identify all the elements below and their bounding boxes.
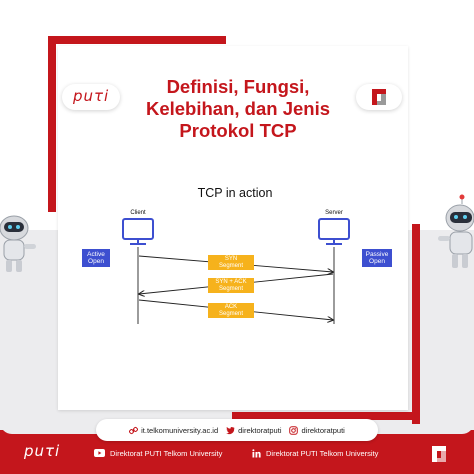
link-icon: [129, 426, 139, 434]
website-text: it.telkomuniversity.ac.id: [141, 425, 219, 435]
youtube-channel: Direktorat PUTI Telkom University: [110, 448, 223, 458]
syn-line-2: Segment: [218, 262, 243, 269]
server-label: Server: [325, 210, 343, 216]
page-title: Definisi, Fungsi, Kelebihan, dan Jenis P…: [120, 76, 356, 142]
client-label: Client: [130, 210, 146, 216]
youtube-icon: [94, 449, 105, 457]
passive-open-line-2: Open: [369, 258, 385, 265]
instagram-handle: direktoratputi: [301, 425, 345, 435]
website-link[interactable]: it.telkomuniversity.ac.id: [129, 426, 218, 435]
syn-ack-line-1: SYN + ACK: [215, 279, 247, 285]
robot-mascot-right: [438, 194, 474, 268]
client-computer-icon: [122, 218, 154, 245]
active-open-line-2: Open: [88, 258, 104, 265]
instagram-link[interactable]: direktoratputi: [289, 425, 345, 435]
decor-bar-top: [48, 36, 226, 44]
syn-line-1: SYN: [224, 256, 238, 262]
active-open-box: Active Open: [82, 249, 110, 267]
passive-open-box: Passive Open: [362, 249, 392, 267]
decor-bar-right: [412, 224, 420, 424]
puti-logo: puτi: [73, 87, 110, 105]
syn-ack-segment-label: SYN + ACK Segment: [208, 278, 254, 293]
robot-mascot-left: [0, 215, 36, 272]
puti-footer-logo: puτi: [24, 442, 61, 460]
passive-open-line-1: Passive: [365, 250, 389, 258]
syn-ack-line-2: Segment: [218, 285, 243, 292]
telkom-university-icon: [372, 89, 386, 105]
instagram-icon: [289, 425, 299, 435]
title-line-3: Protokol TCP: [179, 120, 297, 141]
syn-segment-label: SYN Segment: [208, 255, 254, 270]
server-computer-icon: [318, 218, 350, 245]
telkom-logo-badge: [356, 84, 402, 110]
twitter-link[interactable]: direktoratputi: [226, 426, 281, 435]
linkedin-page: Direktorat PUTI Telkom University: [266, 448, 379, 458]
decor-bar-left: [48, 36, 56, 212]
twitter-handle: direktoratputi: [238, 425, 282, 435]
youtube-link[interactable]: Direktorat PUTI Telkom University: [94, 446, 222, 460]
decor-bar-bottom: [232, 412, 420, 420]
title-line-2: Kelebihan, dan Jenis: [145, 98, 331, 119]
ack-line-2: Segment: [218, 310, 243, 317]
linkedin-link[interactable]: Direktorat PUTI Telkom University: [252, 446, 378, 460]
telkom-footer-icon: [432, 446, 446, 462]
active-open-line-1: Active: [87, 250, 105, 258]
puti-logo-badge: puτi: [62, 84, 120, 110]
ack-line-1: ACK: [224, 304, 238, 310]
ack-segment-label: ACK Segment: [208, 303, 254, 318]
linkedin-icon: [252, 448, 261, 457]
contact-bar: it.telkomuniversity.ac.id direktoratputi…: [96, 419, 378, 441]
title-line-1: Definisi, Fungsi,: [166, 76, 310, 97]
twitter-icon: [226, 426, 235, 434]
diagram-heading: TCP in action: [197, 186, 273, 200]
